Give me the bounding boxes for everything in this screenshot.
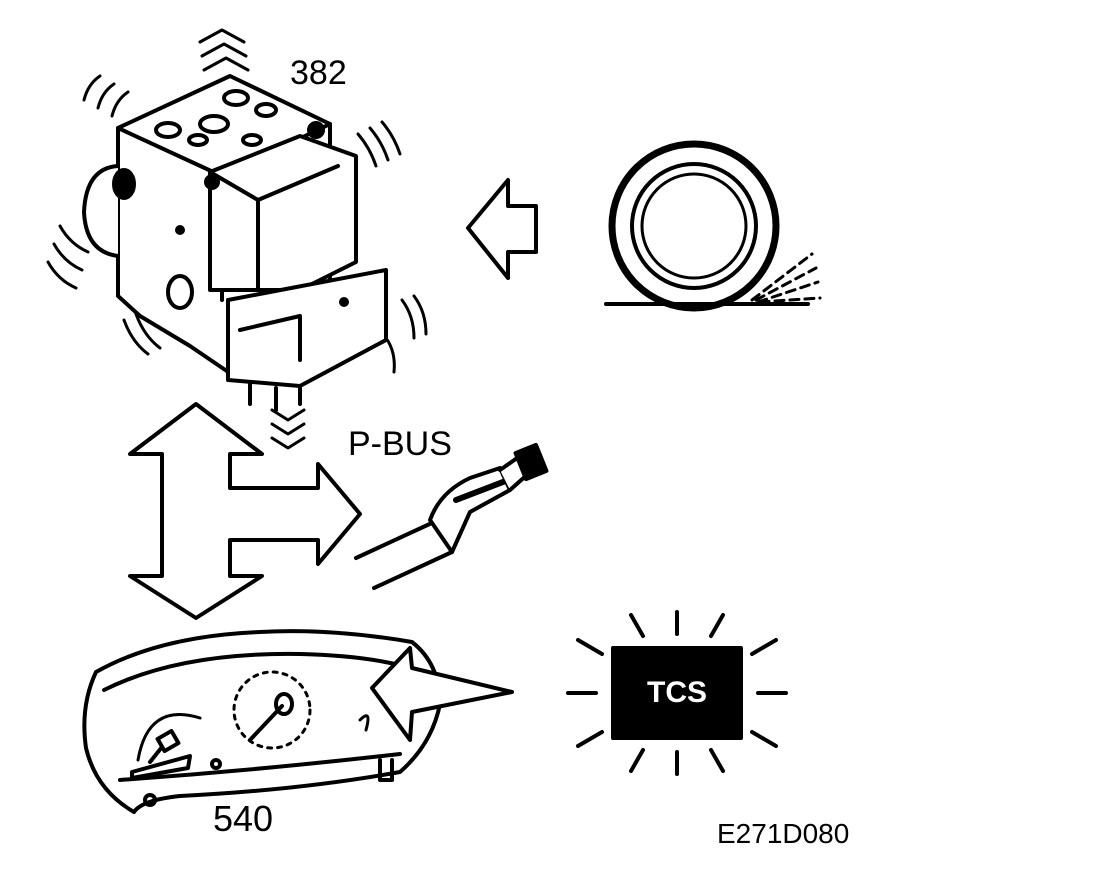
tcs-warning-lamp-icon <box>566 610 788 776</box>
spray-lines <box>750 252 822 304</box>
lamp-rays <box>566 610 788 776</box>
figure-code: E271D080 <box>717 818 850 849</box>
abs-hydraulic-unit-icon <box>46 28 428 450</box>
cluster-label: 540 <box>213 798 274 839</box>
instrument-cluster-icon <box>82 629 514 814</box>
lamp-to-cluster-pointer <box>370 646 514 742</box>
vibration-marks <box>46 28 428 450</box>
data-flow-arrow <box>128 402 362 620</box>
spinning-wheel-icon <box>604 140 822 312</box>
wire-harness-icon <box>354 442 549 590</box>
tcs-lamp-text: TCS <box>647 676 707 709</box>
wheel-to-abs-arrow <box>466 178 538 280</box>
abs-unit-label: 382 <box>290 54 347 92</box>
p-bus-label: P-BUS <box>348 425 452 463</box>
